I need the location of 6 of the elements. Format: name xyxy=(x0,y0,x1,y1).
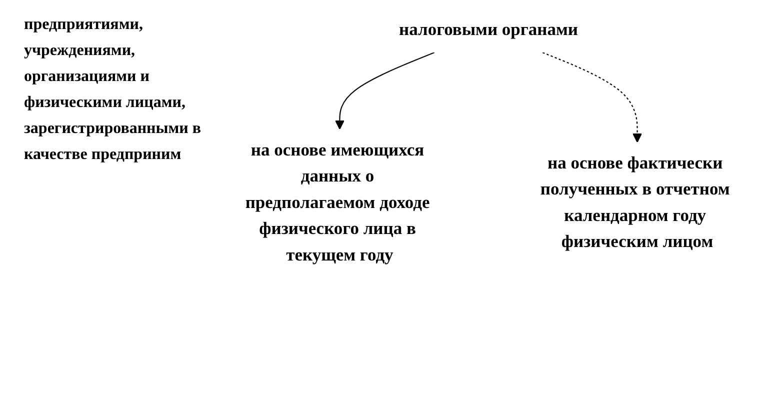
arrow xyxy=(542,52,642,143)
note-text: предприятиями, учреждениями, организациями и физическими лицами, зарегистрированными в качестве предприним xyxy=(24,15,202,165)
node-text: на основе фактически полученных в отчетном календарном году физическим лицом xyxy=(540,154,730,252)
node-text: налоговыми органами xyxy=(399,20,578,40)
node-text: на основе имеющихся данных о предполагаемом доходе физического лица в текущем году xyxy=(245,141,430,265)
arrow xyxy=(334,52,435,130)
